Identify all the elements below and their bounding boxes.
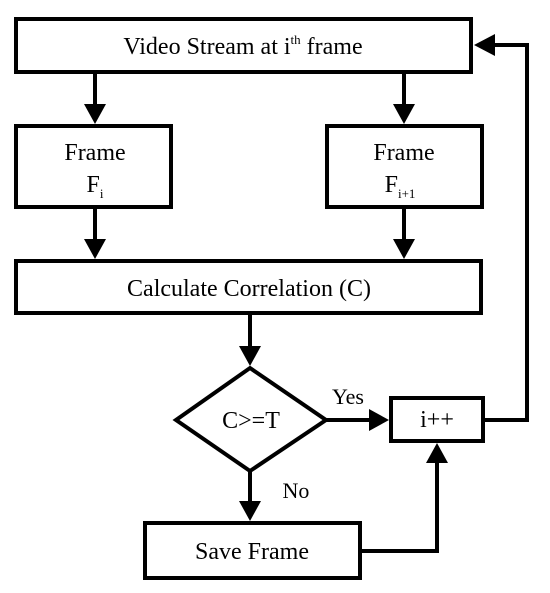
arrowhead-video-to-fi1 bbox=[393, 104, 415, 124]
video-stream-label: Video Stream at ith frame bbox=[123, 32, 362, 60]
arrowhead-decision-no bbox=[239, 501, 261, 521]
correlation-box bbox=[14, 259, 483, 315]
arrowhead-fi-to-correlation bbox=[84, 239, 106, 259]
arrowhead-fi1-to-correlation bbox=[393, 239, 415, 259]
video-stream-box bbox=[14, 17, 473, 74]
frame-fi-line2: Fi bbox=[87, 172, 104, 201]
arrowhead-correlation-to-decision bbox=[239, 346, 261, 366]
correlation-label: Calculate Correlation (C) bbox=[127, 276, 371, 302]
save-frame-label: Save Frame bbox=[195, 539, 309, 565]
edge-label-yes: Yes bbox=[332, 384, 364, 409]
edge-label-no: No bbox=[283, 478, 310, 503]
frame-fi1-line2: Fi+1 bbox=[385, 172, 416, 201]
arrowhead-video-to-fi bbox=[84, 104, 106, 124]
arrowhead-save-to-increment bbox=[426, 443, 448, 463]
frame-fi1-line1: Frame bbox=[373, 140, 434, 166]
arrowhead-increment-loop bbox=[474, 34, 495, 56]
decision-label: C>=T bbox=[222, 408, 280, 434]
arrow-save-to-increment bbox=[360, 461, 439, 553]
arrowhead-decision-yes bbox=[369, 409, 389, 431]
increment-label: i++ bbox=[420, 407, 454, 433]
increment-box bbox=[389, 396, 485, 443]
frame-fi-line1: Frame bbox=[64, 140, 125, 166]
arrow-increment-loop bbox=[483, 43, 529, 422]
frame-fi1-box bbox=[325, 124, 484, 209]
